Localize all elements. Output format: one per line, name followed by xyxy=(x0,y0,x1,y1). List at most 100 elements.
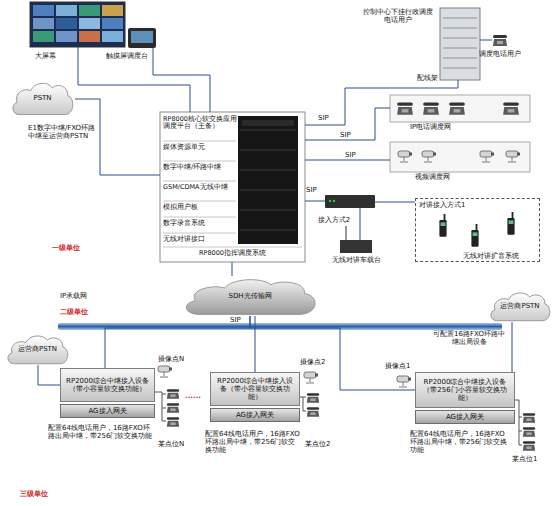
display-wall: 大屏幕 xyxy=(30,2,125,47)
server-rack xyxy=(238,116,298,244)
frame-rack-rows xyxy=(443,18,477,68)
phone-wire xyxy=(155,392,166,421)
vehicle-radio: 无线对讲车载台 xyxy=(340,240,372,253)
annotation-text: 控制中心下挂行政调度电话用户 xyxy=(362,8,434,24)
connector xyxy=(153,48,210,112)
phone-icon xyxy=(523,413,535,423)
cloud-outline xyxy=(491,293,550,321)
phone-icon xyxy=(493,35,507,46)
phone-icon xyxy=(423,102,439,114)
node-label: 媒体资源单元 xyxy=(163,144,238,151)
camera-icon xyxy=(506,151,520,162)
node-label: 大屏幕 xyxy=(35,52,75,60)
camera-icon xyxy=(422,151,436,162)
annotation-text: 摄像点N xyxy=(158,355,200,363)
annotation-text: 配置64线电话用户，16路FXO环路出局中继，带256门软交换功能 xyxy=(410,430,510,454)
node-label: RP2000综合中继接入设备（带小容量软交换功能） xyxy=(64,377,151,393)
node-label: RP8000核心软交换应用调度平台（主备） xyxy=(163,116,238,131)
radio-icon xyxy=(439,214,446,237)
frame-rack xyxy=(440,8,480,80)
node-label: AG接入网关 xyxy=(88,407,126,415)
node-label: 视频调度网 xyxy=(415,173,515,181)
camera-panel xyxy=(390,142,530,172)
camera-icon xyxy=(304,372,318,383)
core-switch-system: RP8000核心软交换应用调度平台（主备）媒体资源单元数字中继/环路中继GSM/… xyxy=(160,112,305,262)
connector xyxy=(305,201,325,202)
ag-gateway: AG接入网关 xyxy=(60,404,155,418)
annotation-text: IP承载网 xyxy=(60,292,110,300)
annotation-text: 二级单位 xyxy=(60,308,110,316)
connector-label: SIP xyxy=(306,186,328,194)
node-label: 模拟用户板 xyxy=(163,204,238,211)
trunk-access-device: RP2000综合中继接入设备（带小容量软交换功能） xyxy=(210,372,300,406)
trunk-access-device: RP2000综合中继接入设备（带小容量软交换功能） xyxy=(60,368,155,402)
antenna xyxy=(346,226,347,240)
phone-icon xyxy=(167,389,179,399)
pstn-cloud: PSTN xyxy=(10,80,75,116)
connector xyxy=(78,47,190,112)
annotation-text: 一级单位 xyxy=(52,244,102,252)
annotation-text: ...... xyxy=(185,392,215,400)
phone-icon xyxy=(503,102,519,114)
node-label: 触摸屏调度台 xyxy=(84,52,148,60)
phone-wire xyxy=(515,400,522,445)
node-label: 配线架 xyxy=(410,74,438,82)
row-separators xyxy=(163,141,302,247)
connector xyxy=(38,365,60,385)
annotation-text: 某点位N xyxy=(158,440,200,448)
ip-bus xyxy=(58,323,502,330)
node-label: 运营商PSTN xyxy=(18,345,57,353)
connector-label: SIP xyxy=(318,114,340,122)
annotation-text: SIP xyxy=(230,316,250,324)
phone-icon xyxy=(449,102,465,114)
phone-user: 调度电话用户 xyxy=(492,34,508,46)
node-label: AG接入网关 xyxy=(236,411,274,419)
trunk-access-device: RP2000综合中继接入设备（带256门小容量软交换功能） xyxy=(415,372,515,408)
phone-icon xyxy=(307,393,319,403)
phone-icon xyxy=(167,403,179,413)
node-label: 数字中继/环路中继 xyxy=(163,164,238,171)
connector xyxy=(360,208,361,240)
node-label: RP2000综合中继接入设备（带小容量软交换功能） xyxy=(214,377,296,401)
connector xyxy=(255,316,256,372)
node-label: 无线对讲扩音系统 xyxy=(446,252,536,260)
ip-phone-network: IP电话调度网 xyxy=(390,95,530,122)
sdh-cloud: SDH光传输网 xyxy=(180,276,320,316)
radio-system: 对讲接入方式1无线对讲扩音系统 xyxy=(415,198,540,262)
node-label: AG接入网关 xyxy=(446,413,484,421)
camera-icon xyxy=(480,151,494,162)
node-label: SDH光传输网 xyxy=(228,292,271,300)
rack-unit xyxy=(242,120,294,126)
ag-gateway: AG接入网关 xyxy=(415,410,515,424)
camera-icon xyxy=(397,376,411,387)
connector xyxy=(305,160,390,161)
rack-rows xyxy=(240,130,296,230)
camera-icon xyxy=(398,151,412,162)
annotation-text: 某点位2 xyxy=(305,440,347,448)
system-frame xyxy=(160,112,305,262)
cloud-outline xyxy=(8,336,68,364)
radio-icon xyxy=(471,224,478,247)
distribution-frame: 配线架 xyxy=(440,8,480,80)
gateway-device xyxy=(325,195,375,208)
phone-icon xyxy=(307,407,319,417)
phone-icon xyxy=(167,417,179,427)
radio-icon xyxy=(507,212,514,235)
annotation-text: 配置64线电话用户，16路FXO环路出局中继，带256门软交换功能 xyxy=(48,424,156,440)
connector xyxy=(375,202,415,203)
node-label: 运营商PSTN xyxy=(500,302,539,310)
pstn-cloud: 运营商PSTN xyxy=(5,333,70,365)
touch-console xyxy=(128,28,156,48)
phone-panel xyxy=(390,95,530,122)
connector-label: SIP xyxy=(340,131,362,139)
phone-icon xyxy=(397,102,413,114)
ag-gateway: AG接入网关 xyxy=(210,408,300,422)
video-wall-screens xyxy=(33,5,123,42)
connector xyxy=(512,322,513,372)
annotation-text: 可配置16路FXO环路中继出局设备 xyxy=(430,330,508,346)
car-radio xyxy=(340,240,372,253)
radio-gateway: 接入方式2 xyxy=(325,195,375,208)
